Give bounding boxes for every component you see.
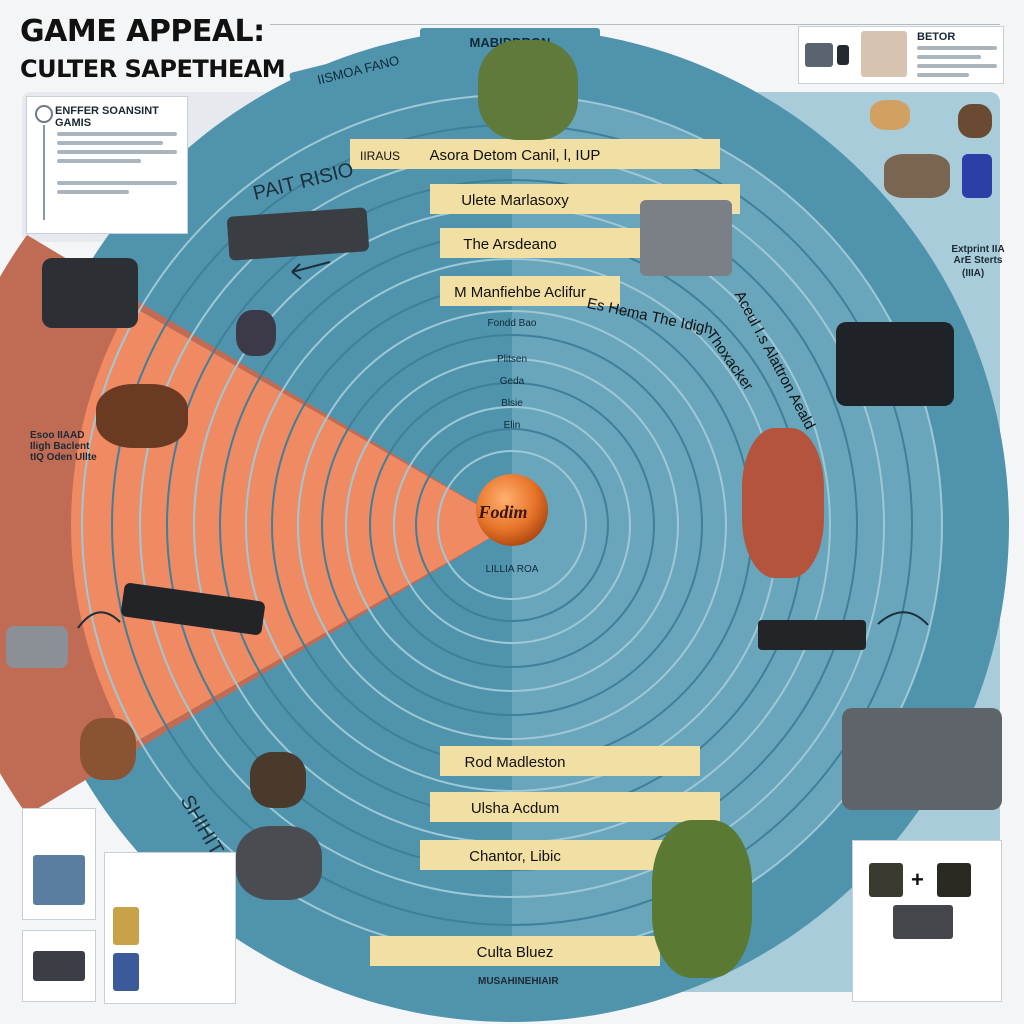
bottom-left-card	[22, 808, 96, 920]
band-11: Culta Bluez	[370, 936, 660, 966]
video-camera-icon	[836, 322, 954, 406]
left-panel-connector	[43, 125, 45, 220]
band-label: Culta Bluez	[477, 944, 554, 961]
left-panel-lines	[57, 127, 177, 199]
band-8: Rod Madleston	[440, 746, 700, 776]
icon-tile-2	[937, 863, 971, 897]
cover-thumbnail-1	[113, 907, 139, 945]
right-panel-lines	[917, 41, 997, 82]
band-bg	[350, 139, 720, 169]
band-9: Ulsha Acdum	[430, 792, 720, 822]
left-panel-title: ENFFER SOANSINT GAMIS	[55, 105, 159, 129]
heroine-character-icon	[742, 428, 824, 578]
camera-rig-icon	[42, 258, 138, 328]
ring-12	[369, 382, 655, 668]
arrow-right-curve	[877, 611, 929, 626]
center-column-label: LILLIA ROA	[486, 564, 539, 575]
band-bg	[440, 276, 620, 306]
creature-icon	[96, 384, 188, 448]
band-label: Ulsha Acdum	[471, 800, 559, 817]
band-label: Asora Detom Canil, l, IUP	[430, 147, 601, 164]
runner-character-icon	[652, 820, 752, 978]
center-column-label: Elin	[504, 420, 521, 431]
band-bg	[370, 936, 660, 966]
ring-14	[415, 428, 609, 622]
arrow-left-curve	[77, 611, 121, 629]
top-divider	[270, 24, 1000, 25]
console-thumbnail	[33, 951, 85, 981]
bottom-left-list	[104, 852, 236, 1004]
thumbnail-1	[805, 43, 833, 67]
snack-icon	[884, 154, 950, 198]
arrow-left	[291, 261, 331, 273]
food-item-icon	[870, 100, 910, 130]
monkey-icon	[250, 752, 306, 808]
ring-13	[393, 406, 631, 644]
bottom-caption: MUSAHINEHIAIR	[478, 976, 559, 987]
center-column-label: Geda	[500, 376, 525, 387]
machine-gun-icon	[758, 620, 866, 650]
band-label: The Arsdeano	[463, 236, 556, 253]
animal-icon	[80, 718, 136, 780]
bottom-left-card-2	[22, 930, 96, 1002]
band-1: Asora Detom Canil, l, IUP IIRAUS	[350, 139, 720, 169]
right-info-panel: BETOR	[798, 26, 1004, 84]
band-label: Ulete Marlasoxy	[461, 192, 569, 209]
band-bg	[430, 792, 720, 822]
info-icon	[35, 105, 53, 123]
hub-ball	[476, 474, 548, 546]
center-column-label: Fondd Bao	[488, 318, 537, 329]
band-label: M Manfiehbe Aclifur	[454, 284, 586, 301]
right-panel-title: BETOR	[917, 31, 956, 43]
icon-tile-1	[869, 863, 903, 897]
right-side-caption: Extprint IIA ArE Sterts	[951, 244, 1005, 266]
poster-thumbnail	[33, 855, 85, 905]
climber-character-icon	[478, 40, 578, 140]
figure-icon	[236, 310, 276, 356]
device-tile	[893, 905, 953, 939]
band-label: Rod Madleston	[465, 754, 566, 771]
band-2: Ulete Marlasoxy	[430, 184, 740, 214]
cover-thumbnail-2	[113, 953, 139, 991]
page-title: GAME APPEAL:	[20, 14, 265, 49]
beast-icon	[236, 826, 322, 900]
thumbnail-2	[837, 45, 849, 65]
center-column-label: Blsie	[501, 398, 523, 409]
left-info-panel: ENFFER SOANSINT GAMIS	[26, 96, 188, 234]
bottom-right-card: +	[852, 840, 1002, 1002]
band-tag: IIRAUS	[360, 149, 400, 163]
ring-15	[437, 450, 587, 600]
boombox-icon	[842, 708, 1002, 810]
handheld-console-icon	[6, 626, 68, 668]
band-label: Chantor, Libic	[469, 848, 561, 865]
left-side-caption: Esoo IIAAD Iligh Baclent tIQ Oden Ullte	[30, 430, 97, 463]
ring-11	[345, 358, 679, 692]
grill-device-icon	[640, 200, 732, 276]
page-subtitle: CULTER SAPETHEAM	[20, 55, 286, 83]
center-column-label: Plitsen	[497, 354, 527, 365]
food-item-icon-2	[958, 104, 992, 138]
hub-label: Fodim	[477, 502, 527, 522]
can-icon	[962, 154, 992, 198]
right-side-caption-2: (IIIA)	[962, 268, 985, 279]
ring-10	[321, 334, 703, 716]
plus-symbol: +	[911, 867, 924, 892]
ring-9	[297, 310, 727, 740]
band-4: M Manfiehbe Aclifur	[440, 276, 620, 306]
band-bg	[440, 746, 700, 776]
title-block: GAME APPEAL: CULTER SAPETHEAM	[20, 14, 286, 83]
arrow-left-head	[291, 263, 302, 280]
food-thumbnail	[861, 31, 907, 77]
